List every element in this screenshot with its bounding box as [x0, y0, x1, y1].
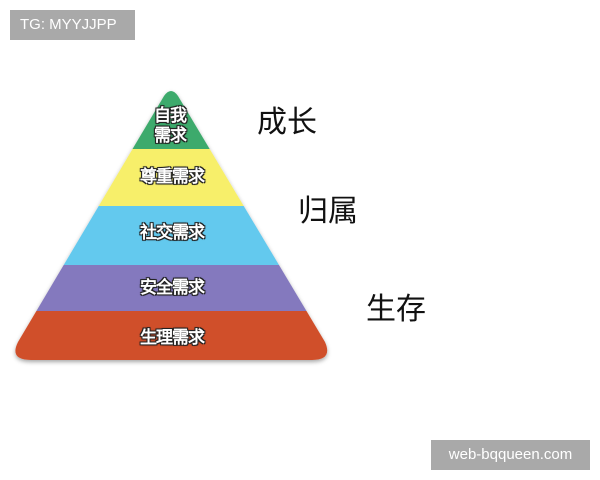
label-physiological: 生理需求 — [140, 328, 205, 348]
label-self-actualization-line1: 自我 — [154, 106, 187, 126]
watermark-top-left: TG: MYYJJPP — [10, 10, 135, 40]
side-label-growth: 成长 — [257, 105, 317, 140]
layer-physiological — [15, 311, 328, 360]
side-label-survival: 生存 — [366, 292, 426, 327]
label-social: 社交需求 — [140, 223, 205, 243]
label-safety: 安全需求 — [140, 278, 205, 298]
label-self-actualization: 自我 需求 — [154, 106, 187, 146]
watermark-bottom-right: web-bqqueen.com — [431, 440, 590, 470]
label-esteem: 尊重需求 — [140, 167, 205, 187]
side-label-belonging: 归属 — [298, 194, 358, 229]
label-self-actualization-line2: 需求 — [154, 126, 187, 146]
layer-safety — [15, 265, 328, 311]
